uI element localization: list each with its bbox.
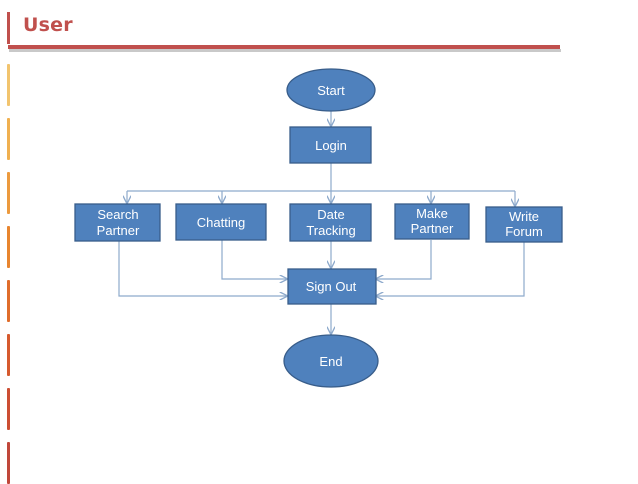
margin-mark [7, 280, 10, 322]
connector-chatting-signout [221, 240, 287, 279]
margin-mark [7, 334, 10, 376]
sign-out-label: Sign Out [306, 279, 357, 294]
login-label: Login [315, 138, 347, 153]
write-forum-label-line2: Forum [505, 224, 543, 239]
sign-out-node: Sign Out [287, 268, 377, 305]
search-partner-label-line2: Partner [97, 223, 140, 238]
margin-mark [7, 118, 10, 160]
margin-mark [7, 388, 10, 430]
make-partner-label-line1: Make [416, 206, 448, 221]
connectors [118, 110, 525, 334]
slide-title: User [23, 14, 73, 36]
search-partner-node: Search Partner [74, 203, 161, 242]
title-accent-bar [7, 12, 10, 44]
write-forum-node: Write Forum [485, 206, 563, 243]
chatting-node: Chatting [175, 203, 267, 241]
connector-make-signout [376, 240, 432, 279]
end-node: End [283, 334, 379, 388]
title-rule-shadow [9, 49, 561, 52]
date-tracking-node: Date Tracking [289, 203, 372, 242]
search-partner-label-line1: Search [97, 207, 138, 222]
start-node: Start [286, 68, 376, 112]
make-partner-label-line2: Partner [411, 221, 454, 236]
connector-forum-signout [376, 242, 525, 296]
connector-search-signout [118, 240, 287, 296]
margin-mark [7, 172, 10, 214]
write-forum-label-line1: Write [509, 209, 539, 224]
date-tracking-label-line2: Tracking [306, 223, 355, 238]
margin-mark [7, 226, 10, 268]
date-tracking-label-line1: Date [317, 207, 344, 222]
login-node: Login [289, 126, 372, 164]
make-partner-node: Make Partner [394, 203, 470, 240]
end-label: End [319, 354, 342, 369]
margin-mark [7, 64, 10, 106]
margin-mark [7, 442, 10, 484]
chatting-label: Chatting [197, 215, 245, 230]
title-rule [8, 45, 560, 49]
start-label: Start [317, 83, 345, 98]
